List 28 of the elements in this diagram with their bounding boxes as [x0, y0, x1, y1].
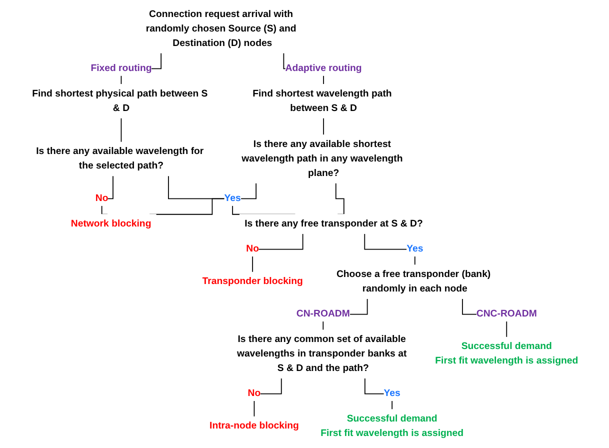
- node-text: Is there any available shortest wavelength path in any wavelength plane?: [242, 139, 403, 178]
- node-text: Successful demand First fit wavelength is assigned: [435, 341, 578, 366]
- edge-label: No: [248, 388, 261, 399]
- node-text: Choose a free transponder (bank) randomly in each node: [336, 269, 491, 294]
- edge-label: CN-ROADM: [296, 308, 350, 320]
- node-text: Find shortest physical path between S & D: [32, 88, 208, 114]
- edge-label: Yes: [224, 193, 241, 204]
- connector: [120, 118, 122, 143]
- node-text: Transponder blocking: [202, 276, 303, 287]
- connector: [254, 378, 282, 418]
- edge-label: CNC-ROADM: [476, 308, 537, 320]
- edge-label: Yes: [406, 244, 424, 254]
- edge-label: No: [95, 193, 108, 204]
- connector: [323, 118, 324, 136]
- edge-label: Yes: [384, 388, 400, 399]
- node-text: Find shortest wavelength path between S & D: [252, 88, 392, 114]
- node-text: Is there any available wavelength for the selected path?: [36, 146, 204, 172]
- edge-label: No: [246, 244, 259, 254]
- node-text: Is there any common set of available wavelengths in transponder banks at S & D and the path?: [236, 334, 407, 374]
- edge-label: Fixed routing: [90, 63, 152, 74]
- connector: [252, 233, 304, 273]
- node-text: Connection request arrival with randomly chosen Source (S) and Destination (D) nodes: [146, 9, 296, 48]
- node-text: Intra-node blocking: [210, 420, 299, 432]
- edge-label: Adaptive routing: [285, 63, 362, 74]
- node-text: Successful demand First fit wavelength is assigned: [320, 414, 464, 438]
- connector: [364, 378, 393, 410]
- connector: [364, 233, 416, 266]
- node-text: Network blocking: [70, 218, 152, 229]
